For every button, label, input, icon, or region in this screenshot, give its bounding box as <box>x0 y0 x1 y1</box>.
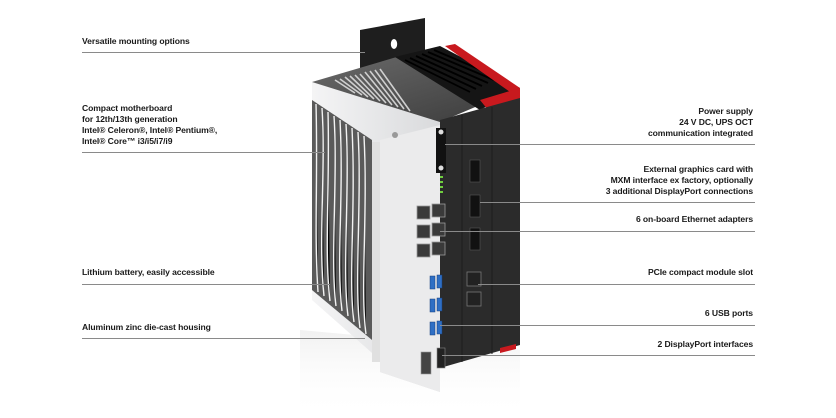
callout-text: Aluminum zinc die-cast housing <box>82 322 211 332</box>
top-heatsink <box>312 44 520 122</box>
callout-text: Intel® Core™ i3/i5/i7/i9 <box>82 136 173 146</box>
callout-text: 24 V DC, UPS OCT <box>679 117 753 127</box>
leader-line-mounting <box>82 52 365 54</box>
usb-ports <box>429 274 443 336</box>
callout-text: Power supply <box>698 106 753 116</box>
callout-power-supply: Power supply 24 V DC, UPS OCT communicat… <box>648 106 753 139</box>
front-io-panel <box>436 98 520 368</box>
callout-pcie: PCIe compact module slot <box>648 267 753 278</box>
callout-text: 6 USB ports <box>704 308 753 318</box>
callout-text: 2 DisplayPort interfaces <box>657 339 753 349</box>
leader-line-usb <box>440 325 755 327</box>
callout-text: MXM interface ex factory, optionally <box>610 175 753 185</box>
callout-text: 6 on-board Ethernet adapters <box>635 214 753 224</box>
callout-mounting: Versatile mounting options <box>82 36 190 47</box>
leader-line-power <box>445 144 755 146</box>
callout-displayport: 2 DisplayPort interfaces <box>657 339 753 350</box>
leader-line-housing <box>82 338 365 340</box>
callout-usb: 6 USB ports <box>705 308 753 319</box>
leader-line-displayport <box>442 355 755 357</box>
callout-battery: Lithium battery, easily accessible <box>82 267 215 278</box>
leader-line-graphics <box>480 202 755 204</box>
callout-text: Lithium battery, easily accessible <box>82 267 215 277</box>
callout-ethernet: 6 on-board Ethernet adapters <box>636 214 753 225</box>
callout-text: Compact motherboard <box>82 103 173 113</box>
leader-line-motherboard <box>82 152 325 154</box>
callout-text: 3 additional DisplayPort connections <box>605 186 753 196</box>
leader-line-pcie <box>478 284 755 286</box>
callout-text: for 12th/13th generation <box>82 114 178 124</box>
displayport-ports <box>420 347 446 375</box>
callout-motherboard: Compact motherboard for 12th/13th genera… <box>82 103 217 147</box>
callout-text: communication integrated <box>647 128 753 138</box>
callout-housing: Aluminum zinc die-cast housing <box>82 322 211 333</box>
callout-text: Intel® Celeron®, Intel® Pentium®, <box>82 125 218 135</box>
callout-text: Versatile mounting options <box>82 36 190 46</box>
callout-graphics-card: External graphics card with MXM interfac… <box>606 164 753 197</box>
leader-line-ethernet <box>440 231 755 233</box>
leader-line-battery <box>82 284 330 286</box>
callout-text: PCIe compact module slot <box>647 267 753 277</box>
side-heatsink-fins <box>312 100 398 362</box>
ethernet-ports <box>416 203 446 258</box>
callout-text: External graphics card with <box>643 164 753 174</box>
